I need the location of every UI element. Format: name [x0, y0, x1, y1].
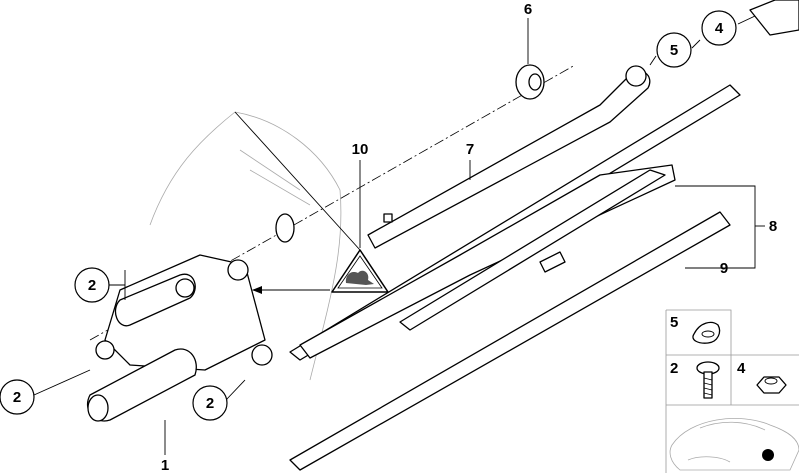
callout-label: 5	[670, 42, 678, 59]
callout-5: 5	[656, 32, 692, 68]
callout-2b: 2	[0, 379, 35, 415]
wiper-arm	[367, 65, 651, 249]
wiper-rubber	[289, 211, 731, 471]
bracket-8	[675, 185, 756, 269]
glass-edge-line	[234, 111, 361, 251]
callout-2c: 2	[192, 385, 228, 421]
spacer-icon	[692, 321, 721, 344]
legend-label-2: 2	[670, 360, 678, 377]
washer	[515, 18, 545, 100]
rear-window-outline	[149, 111, 342, 381]
label-6: 6	[524, 1, 532, 18]
callout-label: 2	[206, 395, 214, 412]
label-7: 7	[466, 141, 474, 158]
label-10: 10	[352, 141, 369, 158]
label-9: 9	[720, 260, 728, 277]
label-8: 8	[769, 218, 777, 235]
legend-panel: 5 2 4	[665, 309, 799, 473]
grommet	[275, 213, 295, 243]
callout-2a: 2	[74, 267, 110, 303]
callout-4: 4	[701, 10, 737, 46]
legend-label-5: 5	[670, 314, 678, 331]
callout-label: 2	[88, 277, 96, 294]
wiper-motor	[86, 254, 273, 455]
nut-icon	[756, 376, 787, 394]
car-locator-icon	[669, 418, 799, 471]
callout-label: 4	[715, 20, 724, 37]
label-1: 1	[161, 457, 169, 473]
wiper-blade	[289, 84, 741, 361]
cover-cap	[749, 0, 799, 36]
warning-triangle-icon	[331, 249, 389, 293]
callout-label: 2	[13, 389, 21, 406]
legend-label-4: 4	[737, 360, 746, 377]
screw-icon	[696, 361, 720, 399]
